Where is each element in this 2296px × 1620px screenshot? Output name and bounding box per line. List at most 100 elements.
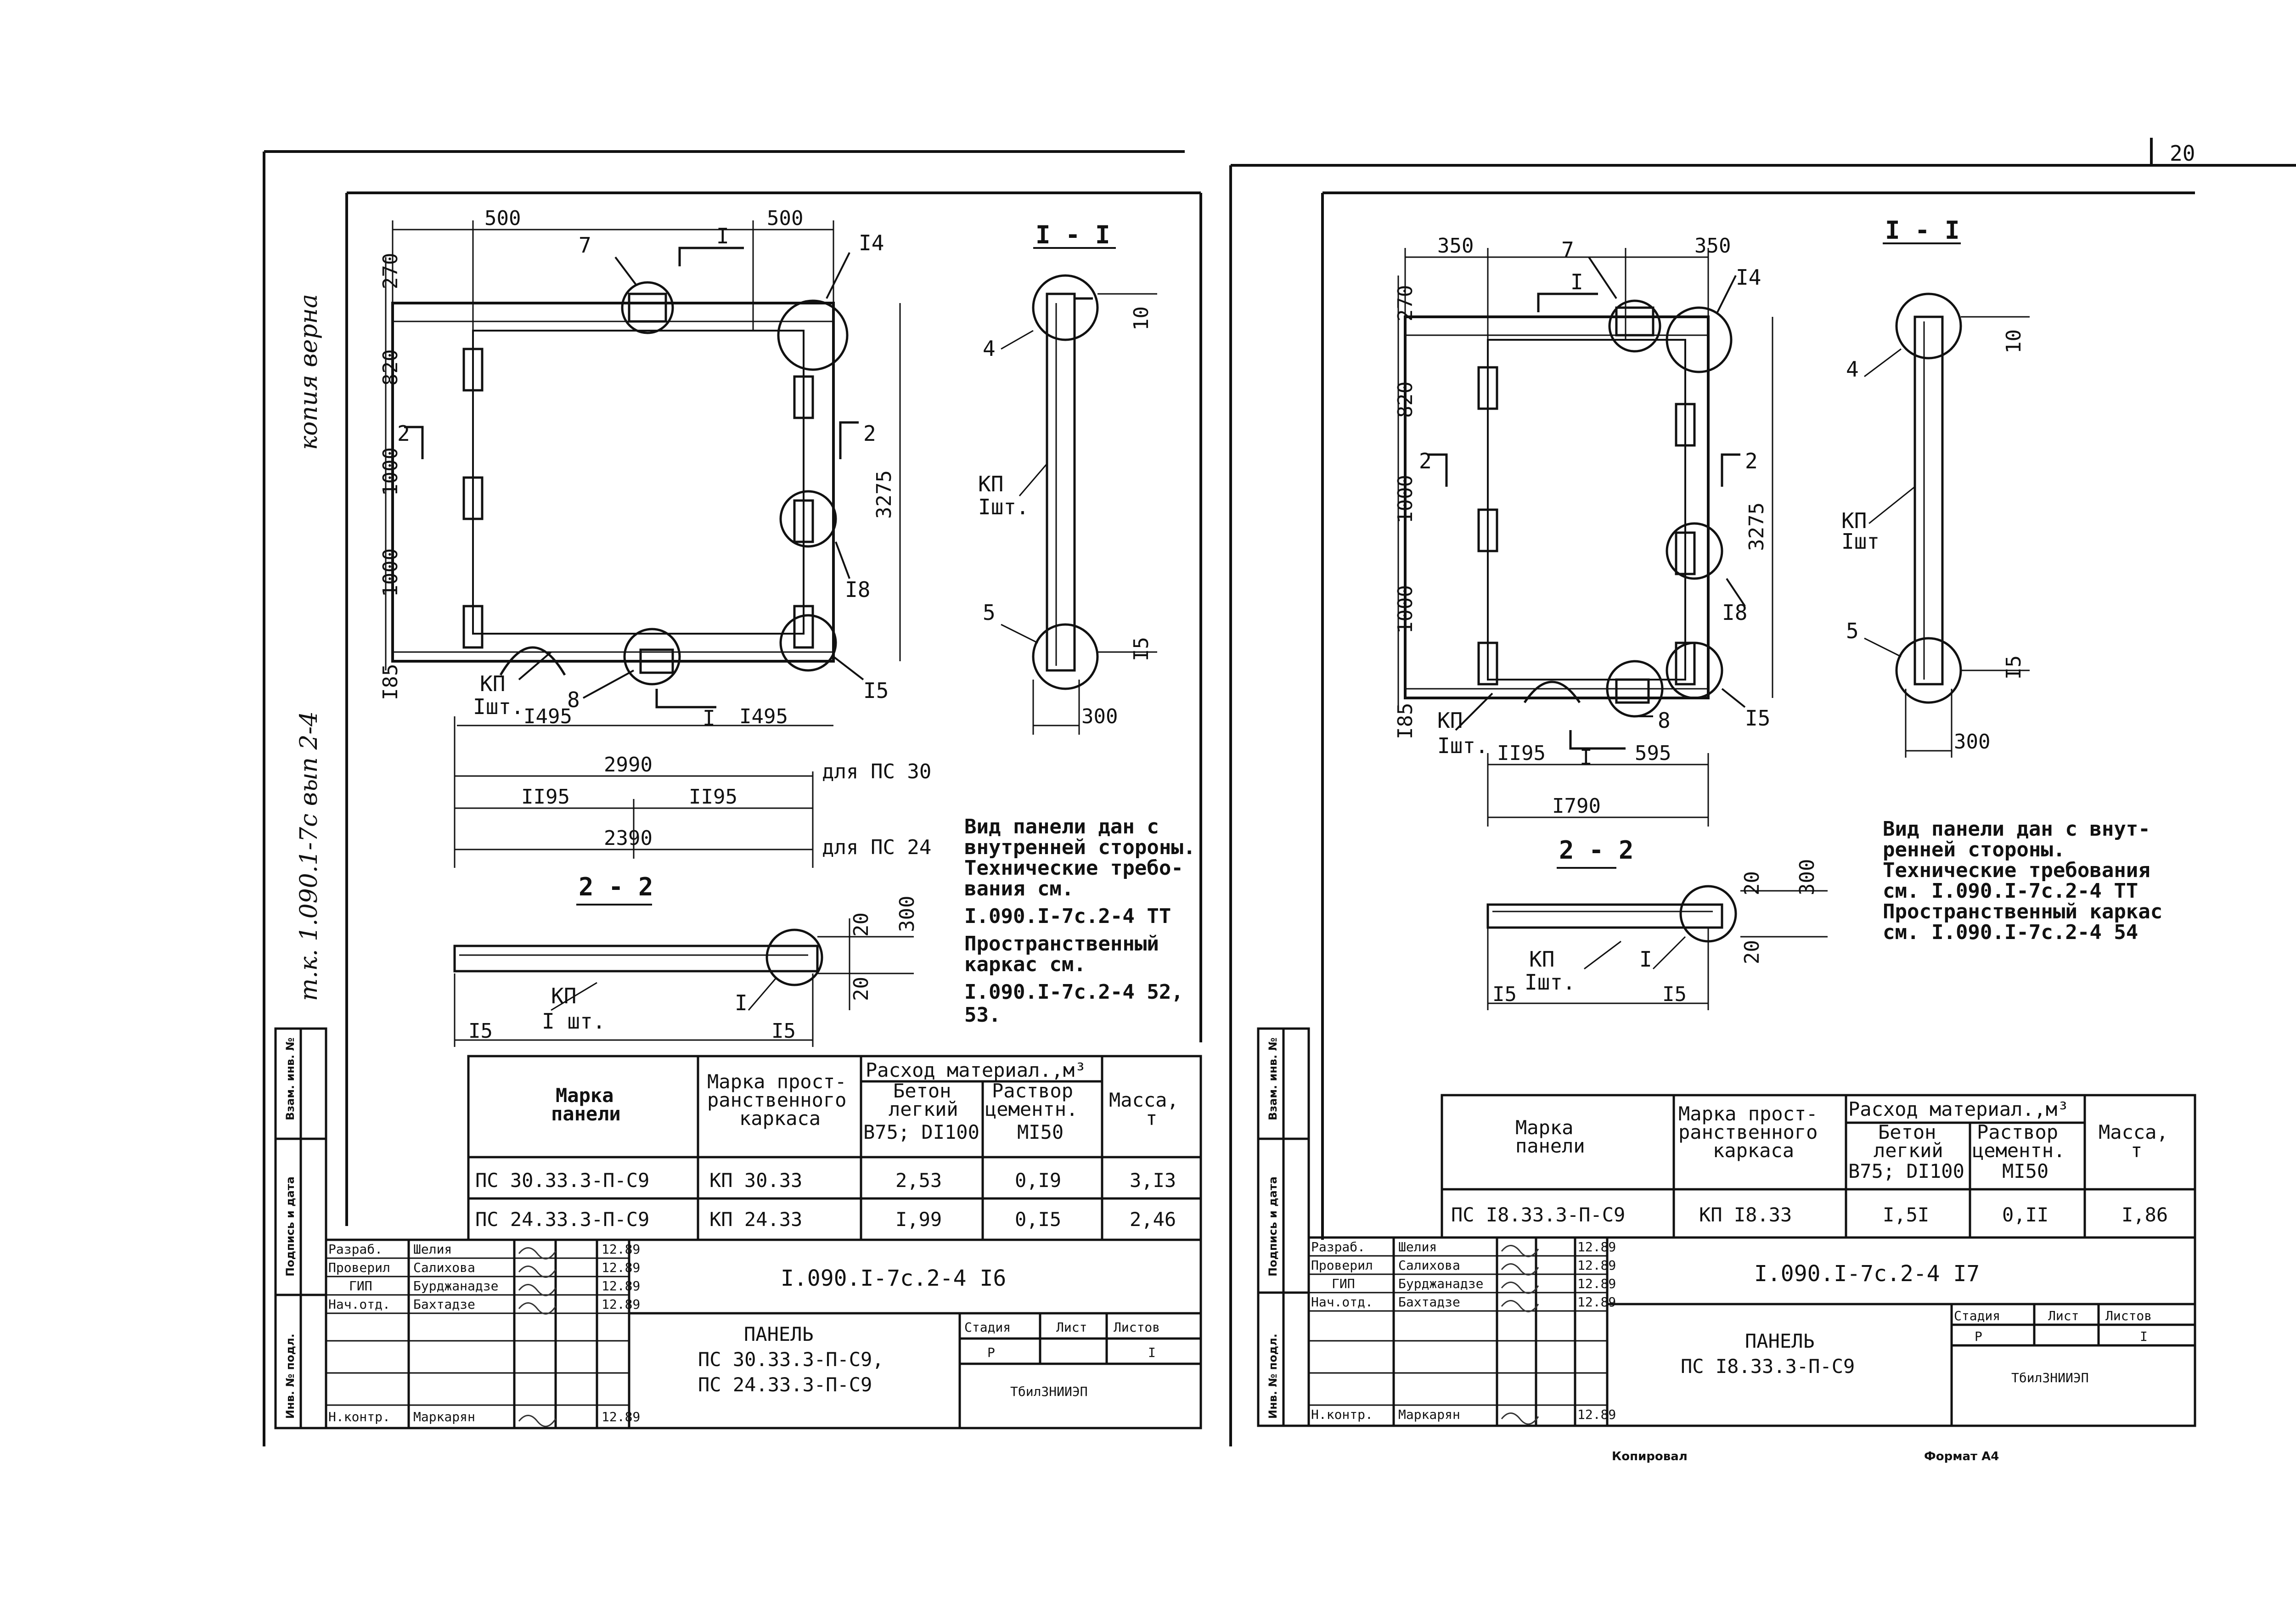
tb-name: Шелия (413, 1242, 452, 1257)
dim-top-right: 500 (767, 207, 803, 230)
dim-height: 3275 (872, 470, 896, 519)
drawing-title: ПАНЕЛЬ (744, 1323, 814, 1345)
stage-value: Р (987, 1345, 995, 1360)
drawing-code: I.090.I-7с.2-4 I7 (1754, 1261, 1980, 1287)
callout-14: I4 (859, 231, 884, 255)
dim-v2: 820 (1394, 382, 1417, 418)
dimension-lines (385, 220, 901, 868)
tb-name: Салихова (413, 1260, 475, 1275)
tb-date: 12.89 (602, 1260, 640, 1275)
margin-note-top: копия верна (295, 294, 323, 450)
callout-kp-qty: Iшт. (473, 694, 524, 719)
panel-ribs (462, 292, 814, 674)
dim-bottom-right: I495 (739, 705, 788, 728)
cell-frame: КП 30.33 (709, 1169, 802, 1192)
sheets-header: Листов (2105, 1308, 2152, 1323)
section-2-2-ref: I (735, 990, 748, 1015)
section-1-1-dim-15: I5 (2002, 655, 2026, 680)
tb-date: 12.89 (1577, 1276, 1616, 1291)
tb-date: 12.89 (1577, 1239, 1616, 1254)
footer-copied: Копировал (1612, 1450, 1688, 1463)
note-line: Технические требо- (964, 856, 1183, 880)
callout-18: I8 (1722, 600, 1747, 625)
section-1-1-dim-10: 10 (1130, 306, 1153, 331)
dim-bottom-right: 595 (1635, 742, 1671, 765)
cell-concrete: I,99 (895, 1208, 942, 1231)
th-mass-2: т (1146, 1107, 1157, 1130)
th-frame-3: каркаса (1713, 1139, 1794, 1162)
right-side-strip: Взам. инв. № Подпись и дата Инв. № подл. (1257, 1027, 1310, 1427)
section-2-2-ref: I (1639, 947, 1652, 972)
section-mark-1-top: I (716, 224, 729, 248)
th-mark-2: панели (1515, 1135, 1585, 1157)
th-mark-2: панели (551, 1102, 621, 1125)
callout-7: 7 (579, 233, 591, 258)
th-frame-1: Марка прост- (1678, 1102, 1818, 1125)
callout-7: 7 (1561, 237, 1574, 262)
cell-mortar: 0,I9 (1015, 1169, 1061, 1192)
note-line: вания см. (964, 877, 1074, 900)
section-2-2-dim-20b: 20 (850, 977, 873, 1001)
cell-mark: ПС 24.33.3-П-С9 (475, 1208, 649, 1231)
section-2-2-dim-20b: 20 (1740, 940, 1764, 964)
section-mark-1-top: I (1570, 270, 1583, 294)
section-mark-2-left: 2 (1419, 449, 1432, 473)
section-1-1-title: I - I (1885, 216, 1960, 245)
dim-v1: 270 (1394, 285, 1417, 321)
th-mass-1: Масса, (1109, 1089, 1179, 1111)
tb-name: Бурджанадзе (413, 1278, 498, 1294)
dim-width-24-note: для ПС 24 (822, 836, 931, 859)
dim-half-right: II95 (689, 785, 737, 809)
section-2-2-title: 2 - 2 (579, 872, 653, 901)
organization: ТбилЗНИИЭП (2011, 1370, 2089, 1385)
section-2-2-dim-20a: 20 (850, 912, 873, 937)
table-row: ПС 30.33.3-П-С9 КП 30.33 2,53 0,I9 3,I3 (475, 1169, 1176, 1192)
dim-height: 3275 (1745, 502, 1768, 551)
note-line: I.090.I-7с.2-4 ТТ (964, 905, 1171, 928)
th-mortar-2: цементн. (985, 1098, 1078, 1120)
drawing-title: ПС I8.33.3-П-С9 (1681, 1355, 1855, 1378)
dim-width-30: 2990 (604, 753, 653, 776)
callout-8: 8 (567, 687, 580, 712)
tb-role: Н.контр. (328, 1409, 390, 1424)
cell-mass: I,86 (2122, 1204, 2168, 1226)
stage-header: Стадия (1954, 1308, 2000, 1323)
note-line: Пространственный (964, 932, 1159, 956)
panel-elevation (391, 302, 835, 663)
note-line: Вид панели дан с (964, 815, 1159, 838)
side-label: Подпись и дата (284, 1176, 297, 1277)
th-concrete-1: Бетон (893, 1080, 951, 1102)
signature-marks (1501, 1245, 1539, 1425)
note-line: ренней стороны. (1883, 838, 2065, 861)
tb-role: Разраб. (328, 1242, 383, 1257)
tb-role: Проверил (1311, 1258, 1373, 1273)
footer-format: Формат А4 (1924, 1450, 1999, 1463)
th-concrete-2: легкий (889, 1098, 958, 1120)
dim-top-left: 500 (484, 207, 521, 230)
note-line: Технические требования (1883, 859, 2150, 882)
th-frame-1: Марка прост- (707, 1070, 846, 1093)
section-1-1-kp-qty: Iшт (1841, 529, 1880, 554)
dim-v3: 1000 (1394, 475, 1417, 523)
left-side-strip: Взам. инв. № Подпись и дата Инв. № подл. (274, 1027, 327, 1429)
tb-role: ГИП (349, 1278, 372, 1294)
sheet-header: Лист (2048, 1308, 2079, 1323)
callout-circles (499, 281, 849, 686)
dim-v2: 820 (379, 349, 402, 386)
sheets-value: I (1148, 1345, 1156, 1360)
margin-note: копия верна т.к. 1.090.1-7с вып 2-4 (295, 294, 323, 1001)
th-mark-1: Марка (556, 1084, 613, 1107)
note-line: см. I.090.I-7с.2-4 54 (1883, 921, 2138, 944)
callout-14: I4 (1736, 265, 1761, 290)
stage-value: Р (1975, 1329, 1982, 1344)
callout-8: 8 (1658, 708, 1671, 733)
tb-role: Проверил (328, 1260, 390, 1275)
section-1-1-dim-15: I5 (1130, 637, 1153, 661)
section-mark-1-bottom: I (1580, 745, 1593, 770)
tb-date: 12.89 (602, 1242, 640, 1257)
note-line: Вид панели дан с внут- (1883, 817, 2150, 841)
section-mark-2-right: 2 (863, 421, 876, 446)
tb-name: Салихова (1398, 1258, 1460, 1273)
note-line: каркас см. (964, 953, 1086, 976)
